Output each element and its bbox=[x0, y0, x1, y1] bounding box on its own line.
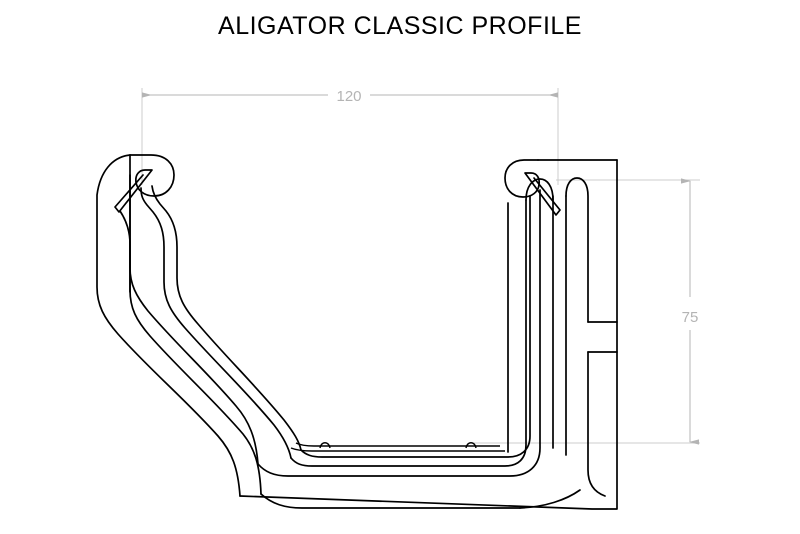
trough-floor-line-1 bbox=[290, 199, 527, 467]
trough-mid-line-a bbox=[290, 447, 505, 452]
trough-mid-line-b bbox=[295, 442, 500, 447]
right-hook-inner-loop-2 bbox=[565, 177, 589, 323]
dimension-label-height: 75 bbox=[682, 309, 699, 326]
profile-geometry bbox=[96, 154, 618, 510]
channel-inner-wall-left bbox=[140, 187, 292, 459]
dimension-height-75: 75 bbox=[470, 178, 700, 445]
trough-floor-line-4 bbox=[260, 493, 521, 509]
right-top-rolled-bead-hook bbox=[504, 159, 540, 198]
right-inner-return-lip bbox=[524, 172, 561, 216]
outer-contour-left-wall bbox=[96, 154, 241, 497]
trough-floor-line-2 bbox=[300, 195, 531, 458]
right-hook-inner-loop-1 bbox=[525, 178, 554, 201]
trough-floor-line-3 bbox=[257, 189, 541, 477]
back-panel-inner-vertical bbox=[587, 351, 606, 497]
back-panel-notch bbox=[587, 321, 618, 353]
trough-mid-lines bbox=[290, 442, 505, 452]
page-title: ALIGATOR CLASSIC PROFILE bbox=[218, 12, 582, 40]
channel-inner-wall-left-2 bbox=[151, 185, 302, 451]
left-inner-return-lip bbox=[114, 169, 153, 213]
left-inner-wall-contour-2 bbox=[129, 174, 259, 465]
dimension-label-width: 120 bbox=[336, 88, 361, 105]
dimension-width-120: 120 bbox=[141, 88, 559, 185]
outer-contour-bottom-and-back bbox=[239, 159, 618, 510]
left-inner-wall-contour-1 bbox=[129, 154, 262, 495]
bottom-right-corner-inner bbox=[519, 489, 581, 509]
channel-inner-wall-left-3 bbox=[119, 210, 131, 293]
